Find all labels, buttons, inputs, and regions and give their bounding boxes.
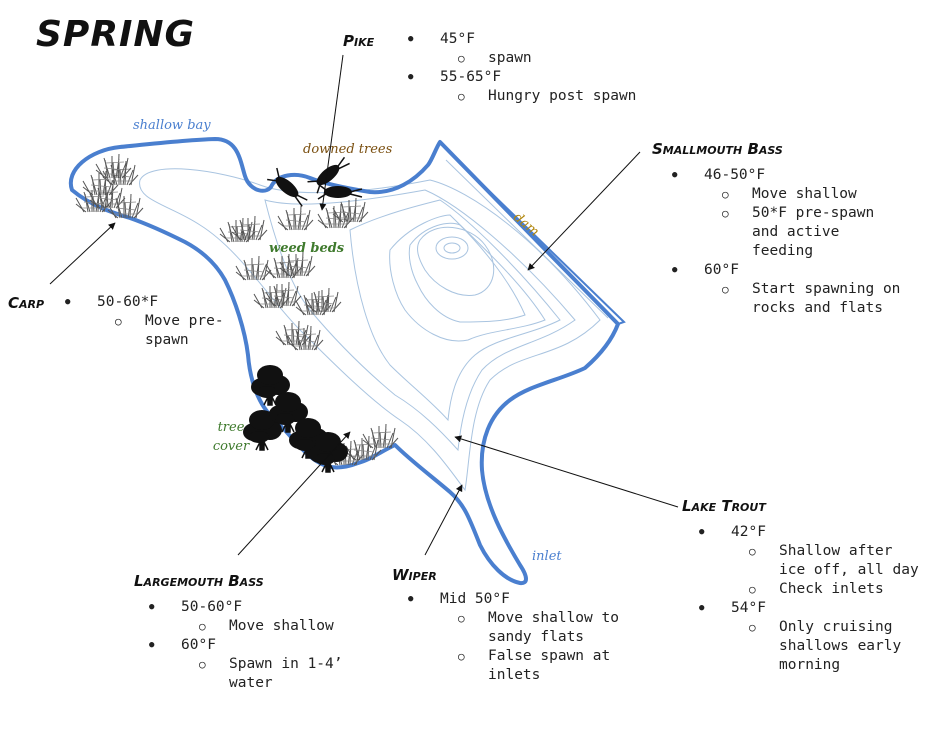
largemouth-temp-2: 60°F	[149, 636, 349, 655]
weed-beds-label: weed beds	[269, 241, 345, 256]
smallmouth-temp-1: 46-50°F	[672, 166, 912, 185]
wiper-note-1: Move shallow to sandy flats	[458, 609, 628, 647]
dam-line	[439, 141, 626, 325]
inlet-label: inlet	[532, 549, 562, 564]
smallmouth-temp-2: 60°F	[672, 261, 912, 280]
shallow-bay-label: shallow bay	[133, 118, 211, 133]
smallmouth-note-2: 50*F pre-spawn and active feeding	[722, 204, 892, 261]
largemouth-notes: 50-60°F Move shallow 60°F Spawn in 1-4’ …	[149, 598, 349, 693]
smallmouth-note-3: Start spawning on rocks and flats	[722, 280, 912, 318]
largemouth-temp-1: 50-60°F	[149, 598, 349, 617]
lake-trout-temp-2: 54°F	[699, 599, 924, 618]
lake-trout-note-2: Check inlets	[749, 580, 924, 599]
pike-notes: 45°F spawn 55-65°F Hungry post spawn	[408, 30, 636, 106]
largemouth-note-1: Move shallow	[199, 617, 349, 636]
pike-heading: Pike	[343, 32, 375, 50]
smallmouth-notes: 46-50°F Move shallow 50*F pre-spawn and …	[672, 166, 912, 318]
smallmouth-heading: Smallmouth Bass	[652, 140, 783, 158]
pike-temp-1: 45°F	[408, 30, 636, 49]
lake-shoreline	[68, 137, 620, 586]
pointer-arrows	[49, 54, 679, 556]
wiper-notes: Mid 50°F Move shallow to sandy flats Fal…	[408, 590, 628, 685]
tree-cover-icons	[242, 364, 349, 473]
wiper-temp-1: Mid 50°F	[408, 590, 628, 609]
wiper-note-2: False spawn at inlets	[458, 647, 618, 685]
largemouth-note-2: Spawn in 1-4’ water	[199, 655, 349, 693]
tree-cover-label: tree cover	[212, 420, 250, 454]
pike-note-1: spawn	[458, 49, 636, 68]
depth-contours	[139, 168, 601, 492]
carp-notes: 50-60*F Move pre-spawn	[65, 293, 235, 350]
largemouth-heading: Largemouth Bass	[134, 572, 264, 590]
wiper-heading: Wiper	[392, 566, 437, 584]
lake-trout-heading: Lake Trout	[682, 497, 766, 515]
downed-trees-icons	[266, 152, 363, 209]
smallmouth-note-1: Move shallow	[722, 185, 912, 204]
lake-trout-note-3: Only cruising shallows early morning	[749, 618, 914, 675]
pike-temp-2: 55-65°F	[408, 68, 636, 87]
carp-temp-1: 50-60*F	[65, 293, 235, 312]
carp-heading: Carp	[8, 294, 45, 312]
pike-note-2: Hungry post spawn	[458, 87, 636, 106]
lake-trout-note-1: Shallow after ice off, all day	[749, 542, 924, 580]
lake-trout-notes: 42°F Shallow after ice off, all day Chec…	[699, 523, 924, 675]
carp-note-1: Move pre-spawn	[115, 312, 235, 350]
page-title: SPRING	[36, 14, 196, 55]
downed-trees-label: downed trees	[303, 142, 393, 157]
lake-trout-temp-1: 42°F	[699, 523, 924, 542]
